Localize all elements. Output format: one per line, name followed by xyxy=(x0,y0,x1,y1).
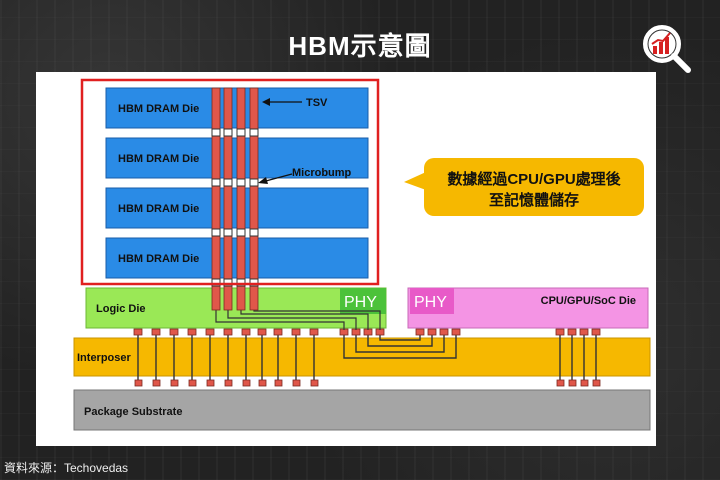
note-bubble: 數據經過CPU/GPU處理後 至記憶體儲存 xyxy=(404,158,644,216)
dram-die-label: HBM DRAM Die xyxy=(118,103,199,115)
die-bumps xyxy=(133,328,601,336)
interposer-bumps xyxy=(134,379,601,387)
substrate-label: Package Substrate xyxy=(84,406,182,418)
dram-die-label: HBM DRAM Die xyxy=(118,203,199,215)
soc-die: PHY CPU/GPU/SoC Die xyxy=(407,287,649,329)
dram-die-label: HBM DRAM Die xyxy=(118,253,199,265)
dram-die-label: HBM DRAM Die xyxy=(118,153,199,165)
chart-magnifier-icon xyxy=(643,25,691,73)
tsv-label: TSV xyxy=(306,97,328,109)
page-title: HBM示意圖 xyxy=(288,31,432,61)
package-substrate: Package Substrate xyxy=(73,389,651,431)
interposer-label: Interposer xyxy=(77,352,132,364)
logic-die-label: Logic Die xyxy=(96,303,146,315)
tsv-columns xyxy=(211,87,259,311)
interposer-vias xyxy=(137,334,597,384)
note-line-1: 數據經過CPU/GPU處理後 xyxy=(447,170,621,188)
soc-phy-label: PHY xyxy=(414,294,447,311)
microbumps xyxy=(211,128,259,287)
microbump-callout: Microbump xyxy=(258,167,352,184)
source-caption: 資料來源：Techovedas xyxy=(4,461,129,475)
logic-die: Logic Die PHY xyxy=(85,287,387,329)
logic-phy-label: PHY xyxy=(344,294,377,311)
interposer: Interposer xyxy=(73,337,651,377)
phy-interconnect xyxy=(343,334,457,359)
logic-to-phy-wires xyxy=(215,310,381,330)
note-line-2: 至記憶體儲存 xyxy=(489,191,579,209)
hbm-stack-highlight xyxy=(80,78,380,286)
soc-die-label: CPU/GPU/SoC Die xyxy=(541,295,636,307)
tsv-callout: TSV xyxy=(262,97,328,109)
microbump-label: Microbump xyxy=(292,167,352,179)
